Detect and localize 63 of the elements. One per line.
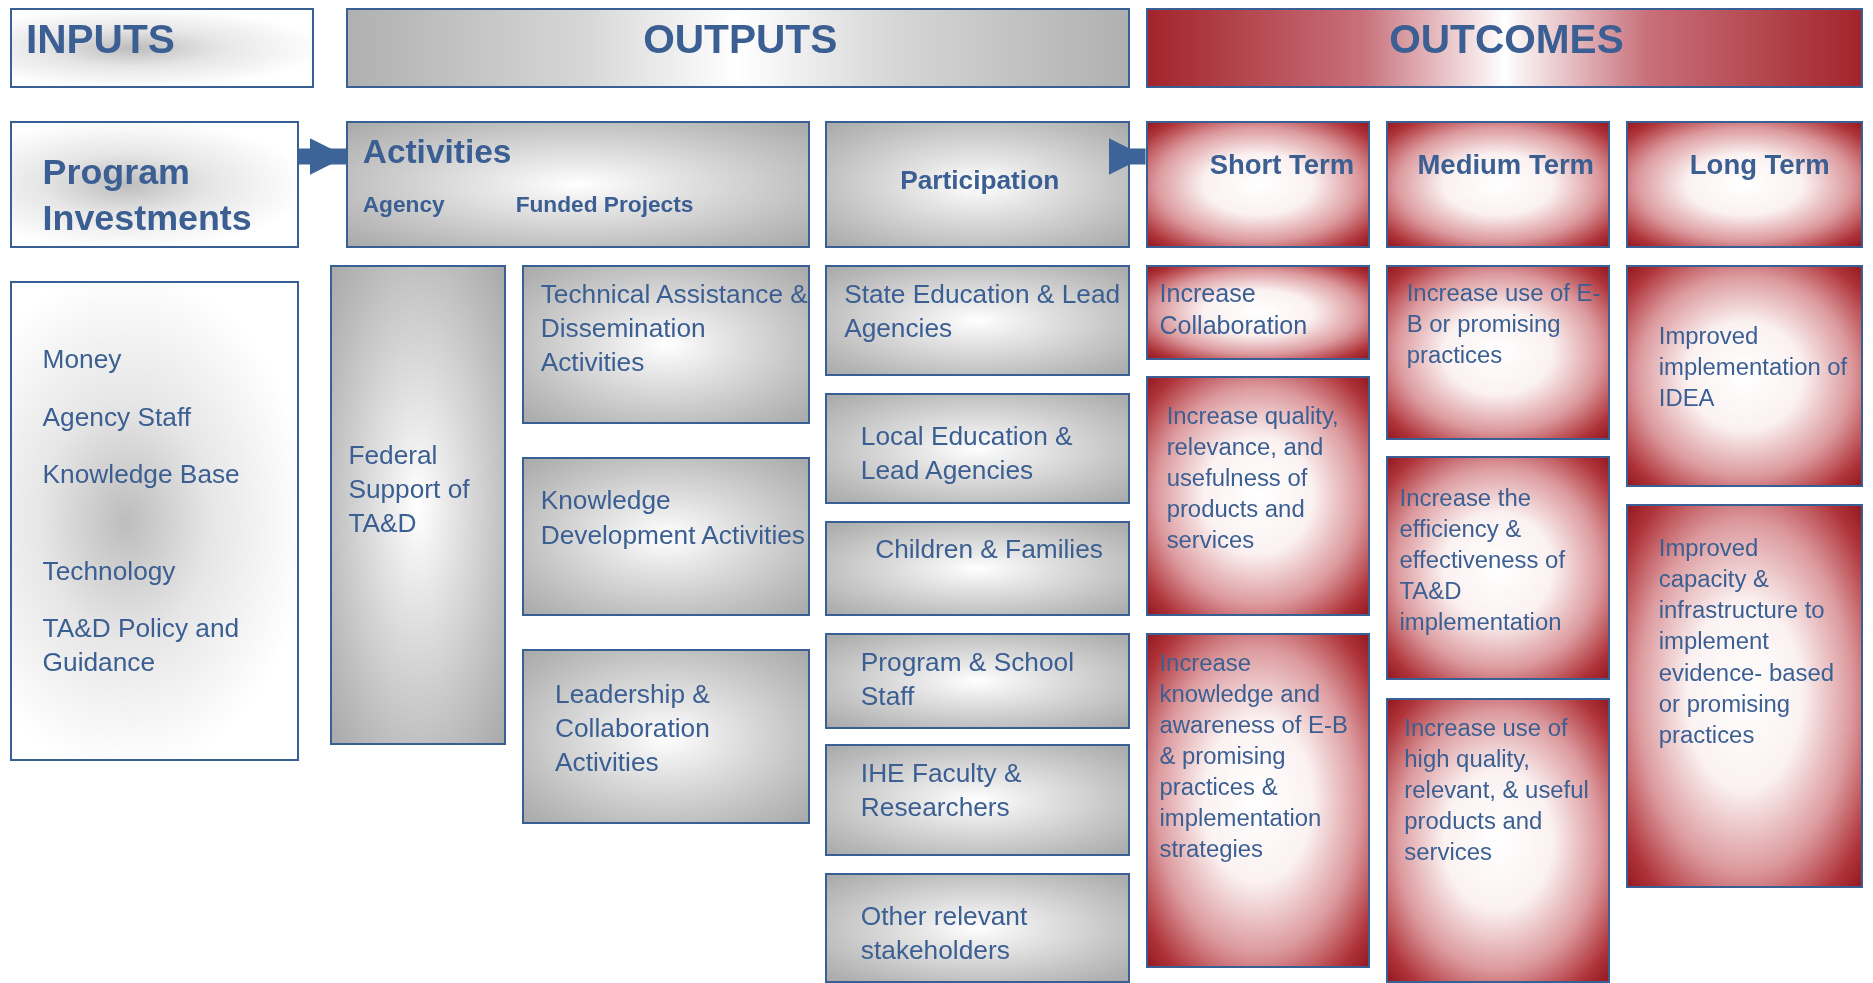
block-arrow xyxy=(1108,138,1146,175)
output-box xyxy=(522,457,810,617)
box-text: Program & School Staff xyxy=(860,645,1075,713)
term-box xyxy=(1385,120,1611,249)
heading: Short Term xyxy=(1209,147,1356,182)
box-text: Increase the efficiency & effectiveness of TA&D implementation xyxy=(1399,483,1567,638)
output-box xyxy=(825,393,1130,505)
output-box xyxy=(825,633,1130,729)
box-text: Knowledge Base xyxy=(42,458,241,492)
box-text: Increase Collaboration xyxy=(1159,277,1309,342)
box-text: Other relevant stakeholders xyxy=(860,900,1029,968)
output-box xyxy=(825,265,1130,377)
input-list-box xyxy=(9,280,299,761)
box-text: Improved implementation of IDEA xyxy=(1658,320,1849,413)
term-box xyxy=(1625,120,1864,249)
box-text: State Education & Lead Agencies xyxy=(844,277,1122,345)
box-text: Increase use of E-B or promising practices xyxy=(1406,277,1602,370)
column-header xyxy=(9,8,315,89)
box-text: Money xyxy=(42,343,123,377)
box-text: Increase use of high quality, relevant, & useful products and services xyxy=(1404,712,1590,867)
column-header xyxy=(1145,8,1864,89)
box-text: Increase quality, relevance, and usefulness of products and services xyxy=(1166,400,1340,555)
box-text: Knowledge Development Activities xyxy=(540,484,806,552)
box-text: IHE Faculty & Researchers xyxy=(860,756,1023,824)
box-text: Technical Assistance & Dissemination Activities xyxy=(540,277,809,380)
term-box xyxy=(1145,120,1371,249)
outcome-box xyxy=(1385,456,1611,680)
heading: OUTCOMES xyxy=(1388,14,1625,64)
output-box xyxy=(825,520,1130,617)
outcome-box xyxy=(1145,633,1371,968)
heading: INPUTS xyxy=(25,14,176,64)
box-text: Increase knowledge and awareness of E-B & promising practices & implementation strategies xyxy=(1159,648,1349,865)
box-text: Improved capacity & infrastructure to implement evidence- based or promising practices xyxy=(1658,533,1835,750)
heading: Funded Projects xyxy=(515,189,695,219)
output-box xyxy=(522,265,810,425)
output-box xyxy=(522,648,810,825)
heading: Medium Term xyxy=(1417,147,1596,182)
box-text: Local Education & Lead Agencies xyxy=(860,419,1074,487)
heading: Activities xyxy=(362,131,513,172)
activities-box xyxy=(346,120,810,249)
input-box xyxy=(9,120,299,249)
outcome-box xyxy=(1625,504,1864,888)
outcome-box xyxy=(1145,376,1371,617)
outcome-box xyxy=(1145,265,1371,360)
heading: Program Investments xyxy=(42,150,253,241)
heading: Participation xyxy=(899,164,1061,198)
column-header xyxy=(346,8,1130,89)
outcome-box xyxy=(1625,265,1864,488)
box-text: Children & Families xyxy=(875,533,1104,567)
outcome-box xyxy=(1385,697,1611,983)
box-text: Leadership & Collaboration Activities xyxy=(555,677,711,780)
output-box xyxy=(825,873,1130,983)
box-text: Agency Staff xyxy=(42,400,193,434)
box-text: Technology xyxy=(42,554,177,588)
outcome-box xyxy=(1385,265,1611,440)
block-arrow xyxy=(298,138,347,175)
heading: OUTPUTS xyxy=(642,14,839,64)
heading: Long Term xyxy=(1689,147,1831,182)
box-text: TA&D Policy and Guidance xyxy=(42,612,241,680)
box-text: Federal Support of TA&D xyxy=(348,439,471,541)
output-box xyxy=(825,744,1130,857)
participation-box xyxy=(825,120,1130,249)
output-box xyxy=(329,265,507,746)
